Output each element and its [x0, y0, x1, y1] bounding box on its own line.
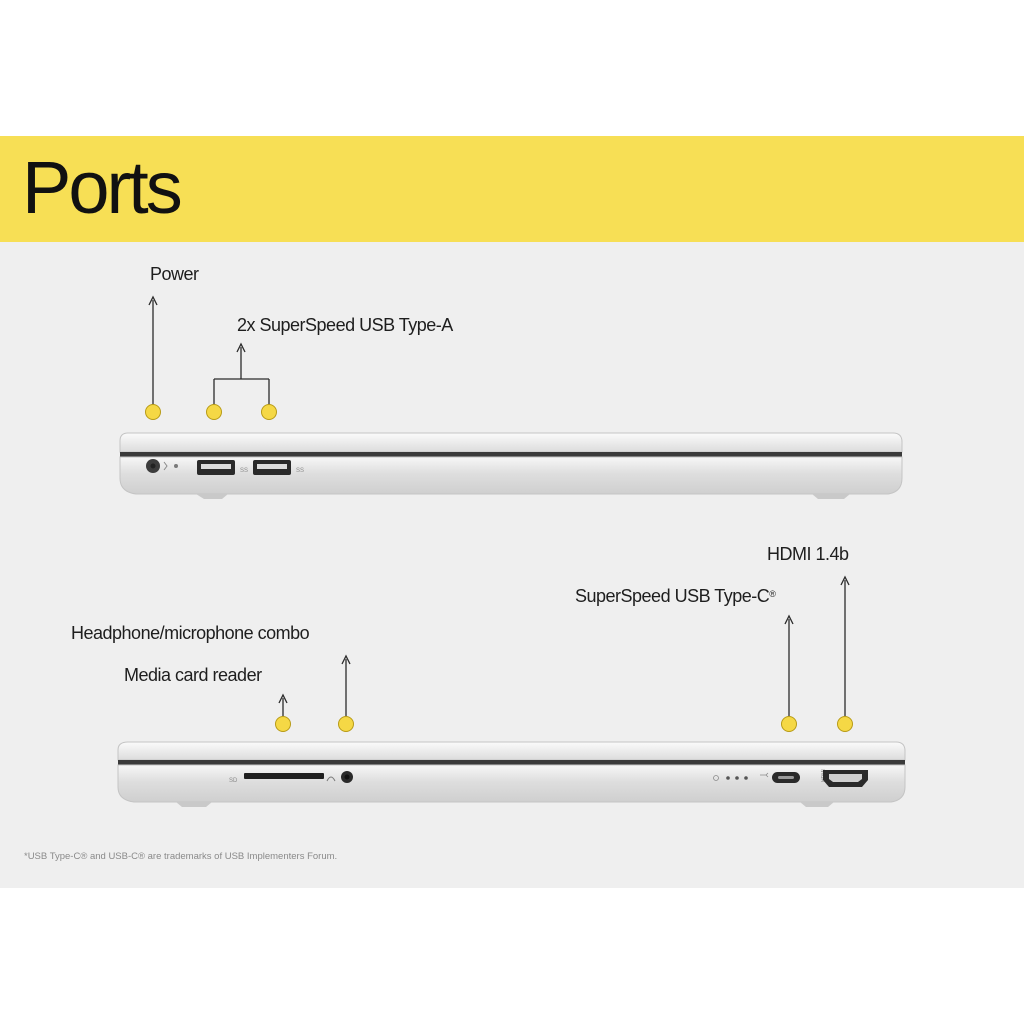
card-reader-slot-icon: SD	[229, 773, 324, 784]
usb-c-label: SuperSpeed USB Type-C®	[575, 585, 776, 607]
power-callout	[145, 295, 161, 420]
card-reader-callout	[275, 693, 291, 732]
hdmi-callout	[837, 575, 853, 732]
laptop-left-side: SS SS	[119, 432, 903, 499]
registered-mark: ®	[769, 589, 776, 599]
usb-c-label-text: SuperSpeed USB Type-C	[575, 586, 770, 606]
hdmi-label: HDMI 1.4b	[767, 544, 849, 564]
page-title: Ports	[22, 146, 183, 229]
svg-text:SS: SS	[240, 468, 248, 474]
svg-text:SD: SD	[229, 778, 238, 784]
title-banner	[0, 136, 1024, 242]
usb-c-port-icon	[760, 772, 800, 783]
headphone-callout	[338, 654, 354, 732]
usb-a-port-icon: SS	[197, 460, 248, 475]
power-port-icon	[146, 459, 178, 473]
hdmi-port-icon: HDMI	[821, 769, 868, 787]
usb-a-callout	[206, 342, 277, 420]
power-label: Power	[150, 264, 199, 284]
svg-text:SS: SS	[296, 468, 304, 474]
card-reader-label: Media card reader	[124, 665, 262, 685]
usb-a-label: 2x SuperSpeed USB Type-A	[237, 315, 453, 335]
status-led-indicators	[713, 775, 748, 781]
laptop-right-side: SD HDMI	[117, 741, 906, 807]
headphone-jack-icon	[326, 771, 353, 783]
headphone-label: Headphone/microphone combo	[71, 623, 310, 643]
usb-a-port-icon: SS	[253, 460, 304, 475]
trademark-footnote: *USB Type-C® and USB-C® are trademarks o…	[24, 851, 338, 862]
usb-c-callout	[781, 614, 797, 732]
